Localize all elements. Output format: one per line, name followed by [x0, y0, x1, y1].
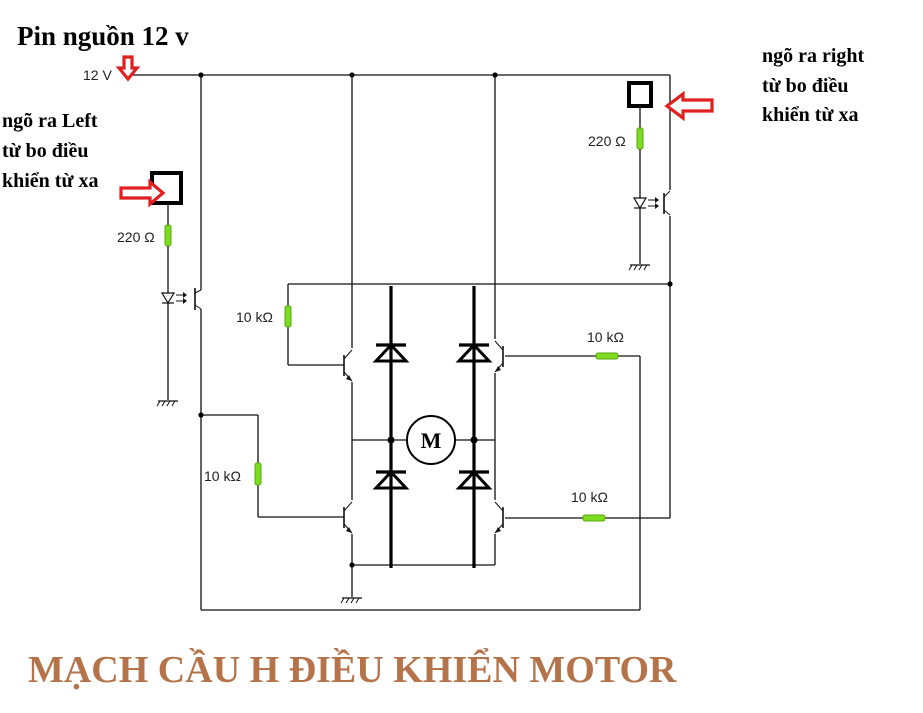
transistor-left-bottom [343, 501, 353, 534]
right-note-line-3: khiển từ xa [762, 104, 858, 126]
right-phototransistor [663, 190, 671, 216]
ground-icon [340, 597, 362, 604]
left-note-line-3: khiển từ xa [2, 170, 98, 192]
left-top-base-resistor-label: 10 kΩ [236, 309, 273, 325]
right-opto-led-icon [632, 197, 659, 210]
left-bottom-base-resistor-label: 10 kΩ [204, 468, 241, 484]
ground-icon [628, 264, 650, 271]
left-phototransistor [194, 75, 202, 610]
supply-rail [131, 74, 671, 518]
motor-label: M [421, 428, 442, 453]
diode-column-right [455, 286, 493, 568]
junction [349, 562, 355, 568]
transistor-right-top [494, 340, 504, 373]
right-led-resistor-label: 220 Ω [588, 133, 626, 149]
right-top-base-resistor [595, 352, 619, 360]
right-bottom-base-resistor-label: 10 kΩ [571, 489, 608, 505]
supply-arrow-icon [115, 55, 141, 82]
left-bottom-base-resistor [254, 462, 262, 486]
power-heading: Pin nguồn 12 v [17, 21, 189, 51]
right-top-base-resistor-label: 10 kΩ [587, 329, 624, 345]
right-note-line-2: từ bo điều [762, 75, 848, 97]
ground-icon [156, 400, 178, 407]
left-led-resistor [164, 224, 172, 247]
right-led-resistor [636, 127, 644, 150]
junction [387, 436, 395, 444]
right-input-arrow-icon [664, 90, 714, 122]
left-top-base-resistor [284, 305, 292, 328]
left-led-resistor-label: 220 Ω [117, 229, 155, 245]
diagram-title: MẠCH CẦU H ĐIỀU KHIỂN MOTOR [28, 648, 677, 691]
diode-column-left [372, 286, 410, 568]
bridge-wiring [201, 75, 670, 611]
right-input-terminal [627, 81, 653, 108]
left-opto-led-icon [160, 292, 187, 305]
left-input-arrow-icon [119, 178, 166, 208]
supply-label: 12 V [83, 67, 112, 83]
motor: M [406, 415, 456, 465]
transistor-left-top [343, 349, 353, 382]
right-bottom-base-resistor [582, 514, 606, 522]
left-note-line-2: từ bo điều [2, 140, 88, 162]
left-note-line-1: ngõ ra Left [2, 110, 98, 132]
junction [470, 436, 478, 444]
transistor-right-bottom [494, 501, 504, 534]
right-note-line-1: ngõ ra right [762, 45, 865, 67]
